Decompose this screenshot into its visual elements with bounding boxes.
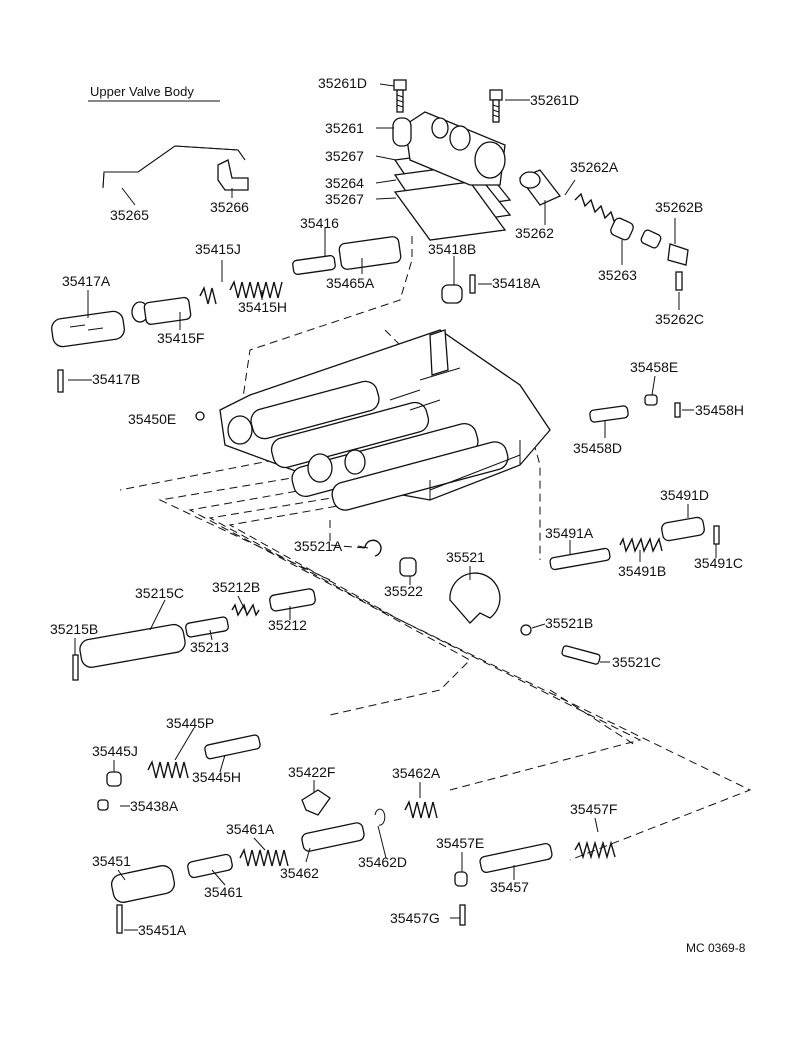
label-35462A: 35462A <box>392 765 441 781</box>
label-35522: 35522 <box>384 583 423 599</box>
label-35521: 35521 <box>446 549 485 565</box>
label-35465A: 35465A <box>326 275 375 291</box>
label-35215C: 35215C <box>135 585 184 601</box>
label-35458E: 35458E <box>630 359 678 375</box>
label-35213: 35213 <box>190 639 229 655</box>
valve-train-35491 <box>549 516 720 571</box>
label-35262A: 35262A <box>570 159 619 175</box>
plug-35458E <box>644 394 658 406</box>
label-35521A: 35521A <box>294 538 343 554</box>
label-35438A: 35438A <box>130 798 179 814</box>
valve-train-1 <box>51 236 402 348</box>
drawing-code: MC 0369-8 <box>686 941 746 955</box>
label-35458H: 35458H <box>695 402 744 418</box>
valve-train-35457 <box>454 840 616 926</box>
label-35450E: 35450E <box>128 411 176 427</box>
label-35416: 35416 <box>300 215 339 231</box>
part-labels: 35261D 35261D 35261 35267 35264 35267 35… <box>50 75 744 938</box>
ball-35450E <box>195 411 205 421</box>
upper-valve-body <box>219 329 551 511</box>
plug-35458D <box>589 405 629 423</box>
pin-35417B <box>57 369 64 393</box>
label-35415F: 35415F <box>157 330 204 346</box>
label-35458D: 35458D <box>573 440 622 456</box>
accumulator-35521 <box>364 539 601 665</box>
label-35422F: 35422F <box>288 764 335 780</box>
valve-train-35215 <box>72 588 316 681</box>
label-35261D-a: 35261D <box>318 75 367 91</box>
leader-lines <box>68 83 717 931</box>
label-35418B: 35418B <box>428 241 476 257</box>
accumulator-parts <box>518 169 689 291</box>
label-35521B: 35521B <box>545 615 593 631</box>
plug-35418B <box>441 284 463 304</box>
label-35491D: 35491D <box>660 487 709 503</box>
label-35491A: 35491A <box>545 525 594 541</box>
label-35462D: 35462D <box>358 854 407 870</box>
label-35418A: 35418A <box>492 275 541 291</box>
label-35445J: 35445J <box>92 743 138 759</box>
bolt-35261D-left <box>393 79 407 113</box>
valve-train-35445 <box>97 734 261 811</box>
label-35461A: 35461A <box>226 821 275 837</box>
oil-pipe-35265 <box>102 145 246 189</box>
label-35415H: 35415H <box>238 299 287 315</box>
label-35264: 35264 <box>325 175 364 191</box>
solenoid-assembly <box>392 79 512 241</box>
label-35261D-b: 35261D <box>530 92 579 108</box>
label-35415J: 35415J <box>195 241 241 257</box>
label-35212: 35212 <box>268 617 307 633</box>
pin-35418A <box>469 274 476 294</box>
label-35262C: 35262C <box>655 311 704 327</box>
label-35457: 35457 <box>490 879 529 895</box>
label-35265: 35265 <box>110 207 149 223</box>
label-35491C: 35491C <box>694 555 743 571</box>
label-35262B: 35262B <box>655 199 703 215</box>
label-35417A: 35417A <box>62 273 111 289</box>
label-35215B: 35215B <box>50 621 98 637</box>
bolt-35261D-right <box>489 89 503 123</box>
label-35261: 35261 <box>325 120 364 136</box>
label-35457G: 35457G <box>390 910 440 926</box>
label-35262: 35262 <box>515 225 554 241</box>
label-35451A: 35451A <box>138 922 187 938</box>
label-35263: 35263 <box>598 267 637 283</box>
label-35445P: 35445P <box>166 715 214 731</box>
label-35462: 35462 <box>280 865 319 881</box>
diagram-title: Upper Valve Body <box>90 84 194 99</box>
label-35267-b: 35267 <box>325 191 364 207</box>
label-35212B: 35212B <box>212 579 260 595</box>
label-35461: 35461 <box>204 884 243 900</box>
pin-35458H <box>674 402 681 418</box>
solenoid-cap-35261 <box>392 117 412 147</box>
valve-train-35461 <box>110 789 438 934</box>
label-35457F: 35457F <box>570 801 617 817</box>
label-35521C: 35521C <box>612 654 661 670</box>
label-35445H: 35445H <box>192 769 241 785</box>
label-35267-a: 35267 <box>325 148 364 164</box>
label-35451: 35451 <box>92 853 131 869</box>
bracket-35266 <box>217 159 249 191</box>
label-35457E: 35457E <box>436 835 484 851</box>
label-35417B: 35417B <box>92 371 140 387</box>
label-35266: 35266 <box>210 199 249 215</box>
label-35491B: 35491B <box>618 563 666 579</box>
